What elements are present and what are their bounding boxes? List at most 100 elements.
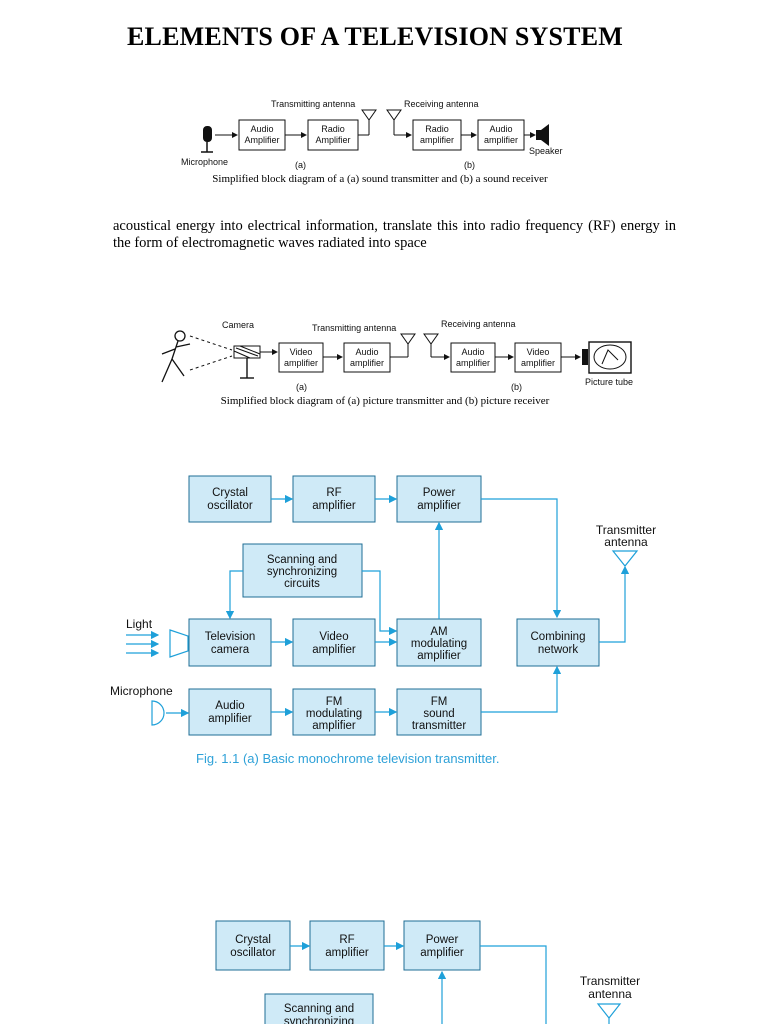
power-amplifier-label-2: amplifier	[417, 500, 461, 512]
crystal-oscillator-box	[188, 475, 272, 523]
am-modulating-label: AM	[430, 626, 447, 638]
speaker-label: Speaker	[529, 146, 563, 156]
video-amplifier-label-3b: amplifier	[312, 644, 356, 656]
audio-amplifier-rx-label-b2: amplifier	[456, 358, 490, 368]
figure-caption: Fig. 1.1 (a) Basic monochrome television…	[196, 751, 500, 766]
audio-amplifier-rx-label-b: Audio	[461, 347, 484, 357]
rf-amplifier-label-b: RF	[339, 934, 354, 946]
transmitter-antenna-label-b2: antenna	[588, 987, 632, 1001]
scanning-sync-label-b2: synchronizing	[284, 1016, 354, 1024]
fm-sound-transmitter-box	[396, 688, 482, 736]
audio-amplifier-label-3b: amplifier	[208, 713, 252, 725]
video-amplifier-label-3: Video	[319, 631, 348, 643]
camera-label: Camera	[222, 320, 254, 330]
crystal-oscillator-label-2: oscillator	[207, 500, 253, 512]
television-camera-label-2: camera	[211, 644, 250, 656]
fm-sound-label-3: transmitter	[412, 720, 466, 732]
am-modulating-label-2: modulating	[411, 638, 467, 650]
sound-system-diagram: Microphone Audio Amplifier Radio Amplifi…	[181, 99, 563, 170]
camera-icon	[233, 345, 261, 379]
light-label: Light	[126, 617, 153, 631]
rf-amplifier-box	[292, 475, 376, 523]
audio-amplifier-rx-label-2: amplifier	[484, 135, 518, 145]
picture-system-diagram: Camera Video amplifier Audio amplifier T…	[161, 319, 633, 392]
audio-amplifier-box-3	[188, 688, 272, 736]
fm-modulating-label: FM	[326, 696, 343, 708]
picture-tube-label: Picture tube	[585, 377, 633, 387]
crystal-oscillator-box-2	[215, 920, 291, 971]
radio-amplifier-box	[307, 119, 359, 151]
fm-modulating-amplifier-box	[292, 688, 376, 736]
transmitter-antenna-icon-2	[596, 1003, 622, 1019]
audio-amplifier-label-2: Amplifier	[244, 135, 279, 145]
crystal-oscillator-label-b: Crystal	[235, 934, 271, 946]
power-amplifier-label-b2: amplifier	[420, 947, 464, 959]
microphone-icon-3	[151, 700, 165, 726]
transmitter-antenna-label-2: antenna	[604, 535, 648, 549]
picture-tube-icon	[582, 341, 632, 374]
am-modulating-label-3: amplifier	[417, 650, 461, 662]
television-camera-box	[188, 618, 272, 667]
video-amplifier-rx-box	[514, 342, 562, 373]
television-camera-label: Television	[205, 631, 256, 643]
camera-lens-icon	[169, 629, 189, 658]
microphone-icon	[201, 126, 213, 153]
audio-amplifier-rx-box	[477, 119, 525, 151]
transmitting-antenna-icon-2	[400, 333, 416, 345]
radio-amplifier-rx-label: Radio	[425, 124, 449, 134]
audio-amplifier-box	[238, 119, 286, 151]
subject-figure-icon	[161, 330, 191, 383]
transmitting-antenna-label-2: Transmitting antenna	[312, 323, 396, 333]
radio-amplifier-label: Radio	[321, 124, 345, 134]
scanning-sync-label-b: Scanning and	[284, 1003, 354, 1015]
microphone-label: Microphone	[181, 157, 228, 167]
picture-diagram-caption: Simplified block diagram of (a) picture …	[220, 395, 550, 407]
part-b-label-2: (b)	[511, 382, 522, 392]
part-a-label: (a)	[295, 160, 306, 170]
audio-amplifier-label-b2: amplifier	[350, 358, 384, 368]
transmitter-antenna-label-b: Transmitter	[580, 974, 640, 988]
video-amplifier-box	[278, 342, 324, 373]
rf-amplifier-label: RF	[326, 487, 341, 499]
audio-amplifier-label-3: Audio	[215, 700, 244, 712]
receiving-antenna-label-2: Receiving antenna	[441, 319, 516, 329]
audio-amplifier-label-b: Audio	[355, 347, 378, 357]
power-amplifier-label: Power	[423, 487, 456, 499]
receiving-antenna-icon	[386, 109, 402, 121]
transmitter-antenna-icon	[611, 550, 639, 567]
tv-transmitter-diagram: Crystal oscillator RF amplifier Power am…	[110, 475, 656, 736]
combining-network-label-2: network	[538, 644, 579, 656]
sound-diagram-caption: Simplified block diagram of a (a) sound …	[212, 173, 548, 185]
transmitting-antenna-icon	[361, 109, 377, 121]
am-modulating-amplifier-box	[396, 618, 482, 667]
scanning-sync-label: Scanning and	[267, 554, 337, 566]
crystal-oscillator-label: Crystal	[212, 487, 248, 499]
video-amplifier-rx-label: Video	[527, 347, 550, 357]
video-amplifier-rx-label-2: amplifier	[521, 358, 555, 368]
part-a-label-2: (a)	[296, 382, 307, 392]
receiving-antenna-icon-2	[423, 333, 439, 345]
audio-amplifier-rx-label: Audio	[489, 124, 512, 134]
scanning-sync-box-2	[264, 993, 374, 1024]
transmitter-antenna-label: Transmitter	[596, 523, 656, 537]
transmitting-antenna-label: Transmitting antenna	[271, 99, 355, 109]
scanning-sync-box	[242, 543, 363, 598]
power-amplifier-box	[396, 475, 482, 523]
receiving-antenna-label: Receiving antenna	[404, 99, 479, 109]
fm-sound-label: FM	[431, 696, 448, 708]
audio-amplifier-label: Audio	[250, 124, 273, 134]
combining-network-box	[516, 618, 600, 667]
combining-network-label: Combining	[531, 631, 586, 643]
rf-amplifier-label-2: amplifier	[312, 500, 356, 512]
speaker-icon	[536, 124, 549, 146]
radio-amplifier-rx-label-2: amplifier	[420, 135, 454, 145]
radio-amplifier-label-2: Amplifier	[315, 135, 350, 145]
scanning-sync-label-2: synchronizing	[267, 566, 337, 578]
rf-amplifier-label-b2: amplifier	[325, 947, 369, 959]
fm-modulating-label-3: amplifier	[312, 720, 356, 732]
video-amplifier-label-2: amplifier	[284, 358, 318, 368]
body-paragraph: acoustical energy into electrical inform…	[113, 218, 676, 251]
audio-amplifier-box-2	[343, 342, 391, 373]
fm-sound-label-2: sound	[423, 708, 454, 720]
scanning-sync-label-3: circuits	[284, 578, 320, 590]
